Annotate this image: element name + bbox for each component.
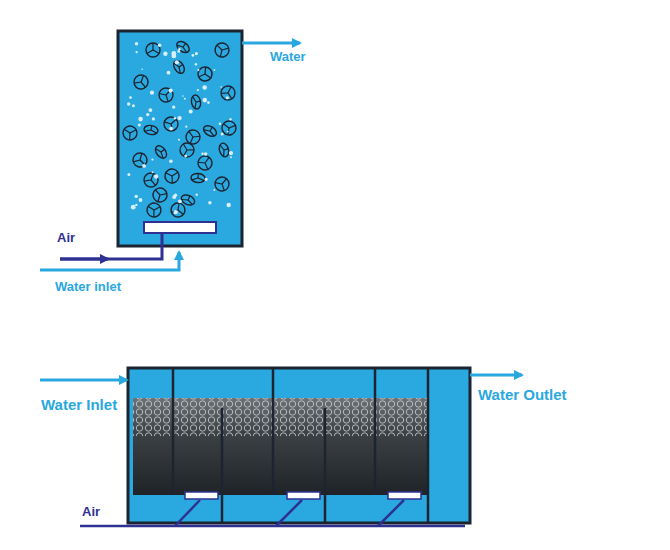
flow-label: Water inlet bbox=[55, 280, 121, 294]
air-pipe bbox=[80, 500, 465, 526]
flow-label: Water Outlet bbox=[478, 387, 567, 404]
air-diffusers bbox=[185, 492, 421, 499]
air-diffuser bbox=[144, 222, 216, 233]
fixed-media bbox=[133, 398, 428, 495]
flow-label: Water Inlet bbox=[41, 397, 117, 414]
water-outlet-arrow bbox=[470, 374, 522, 377]
flow-label: Water bbox=[270, 50, 306, 64]
flow-label: Air bbox=[82, 505, 100, 519]
reactor-tank bbox=[128, 368, 470, 523]
water-inlet-pipe bbox=[40, 252, 179, 270]
air-bubbles bbox=[127, 42, 233, 214]
air-pipe bbox=[60, 234, 162, 259]
water-outlet-arrow bbox=[242, 42, 300, 45]
flow-label: Air bbox=[57, 231, 75, 245]
reactor-tank bbox=[118, 31, 242, 246]
water-inlet-arrow bbox=[40, 379, 127, 382]
air-arrow bbox=[60, 258, 108, 261]
media-carriers bbox=[121, 39, 239, 219]
